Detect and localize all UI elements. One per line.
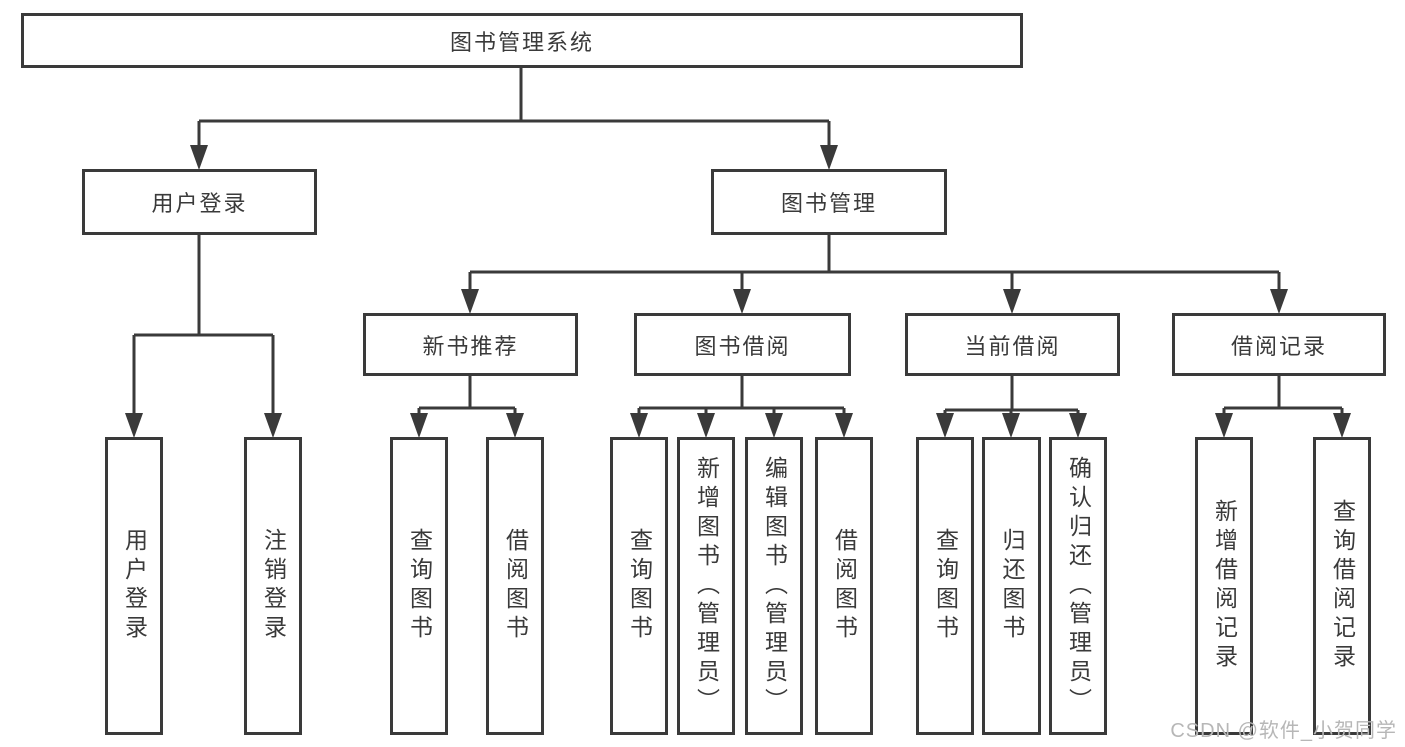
leaf-query-books-borrow-label: 查询图书 xyxy=(626,528,653,644)
node-library-management-system: 图书管理系统 xyxy=(21,13,1023,68)
leaf-logout-label: 注销登录 xyxy=(260,528,287,644)
leaf-borrow-books-label: 借阅图书 xyxy=(831,528,858,644)
node-new-book-recommend: 新书推荐 xyxy=(363,313,578,376)
node-current-borrow: 当前借阅 xyxy=(905,313,1120,376)
watermark: CSDN @软件_小贺同学 xyxy=(1170,720,1397,742)
leaf-logout: 注销登录 xyxy=(244,437,302,735)
leaf-return-books-label: 归还图书 xyxy=(999,528,1025,644)
leaf-query-books-current-label: 查询图书 xyxy=(932,528,959,644)
leaf-borrow-books-recommend-label: 借阅图书 xyxy=(502,528,529,644)
leaf-borrow-books: 借阅图书 xyxy=(815,437,873,735)
leaf-add-books-admin-label: 新增图书（管理员） xyxy=(693,455,720,717)
leaf-user-login: 用户登录 xyxy=(105,437,163,735)
leaf-edit-books-admin: 编辑图书（管理员） xyxy=(745,437,803,735)
leaf-borrow-books-recommend: 借阅图书 xyxy=(486,437,544,735)
leaf-user-login-label: 用户登录 xyxy=(121,528,148,644)
leaf-query-books-recommend-label: 查询图书 xyxy=(406,528,433,644)
leaf-query-books-borrow: 查询图书 xyxy=(610,437,668,735)
leaf-query-books-current: 查询图书 xyxy=(916,437,974,735)
leaf-return-books: 归还图书 xyxy=(982,437,1041,735)
leaf-add-books-admin: 新增图书（管理员） xyxy=(677,437,735,735)
leaf-add-borrow-record-label: 新增借阅记录 xyxy=(1211,499,1238,673)
leaf-confirm-return-admin: 确认归还（管理员） xyxy=(1049,437,1107,735)
leaf-query-borrow-record: 查询借阅记录 xyxy=(1313,437,1371,735)
leaf-query-books-recommend: 查询图书 xyxy=(390,437,448,735)
leaf-add-borrow-record: 新增借阅记录 xyxy=(1195,437,1253,735)
leaf-edit-books-admin-label: 编辑图书（管理员） xyxy=(761,455,788,717)
node-book-borrow: 图书借阅 xyxy=(634,313,851,376)
node-borrow-record: 借阅记录 xyxy=(1172,313,1386,376)
node-user-login: 用户登录 xyxy=(82,169,317,235)
leaf-query-borrow-record-label: 查询借阅记录 xyxy=(1329,499,1356,673)
node-book-management: 图书管理 xyxy=(711,169,947,235)
leaf-confirm-return-admin-label: 确认归还（管理员） xyxy=(1065,455,1092,717)
